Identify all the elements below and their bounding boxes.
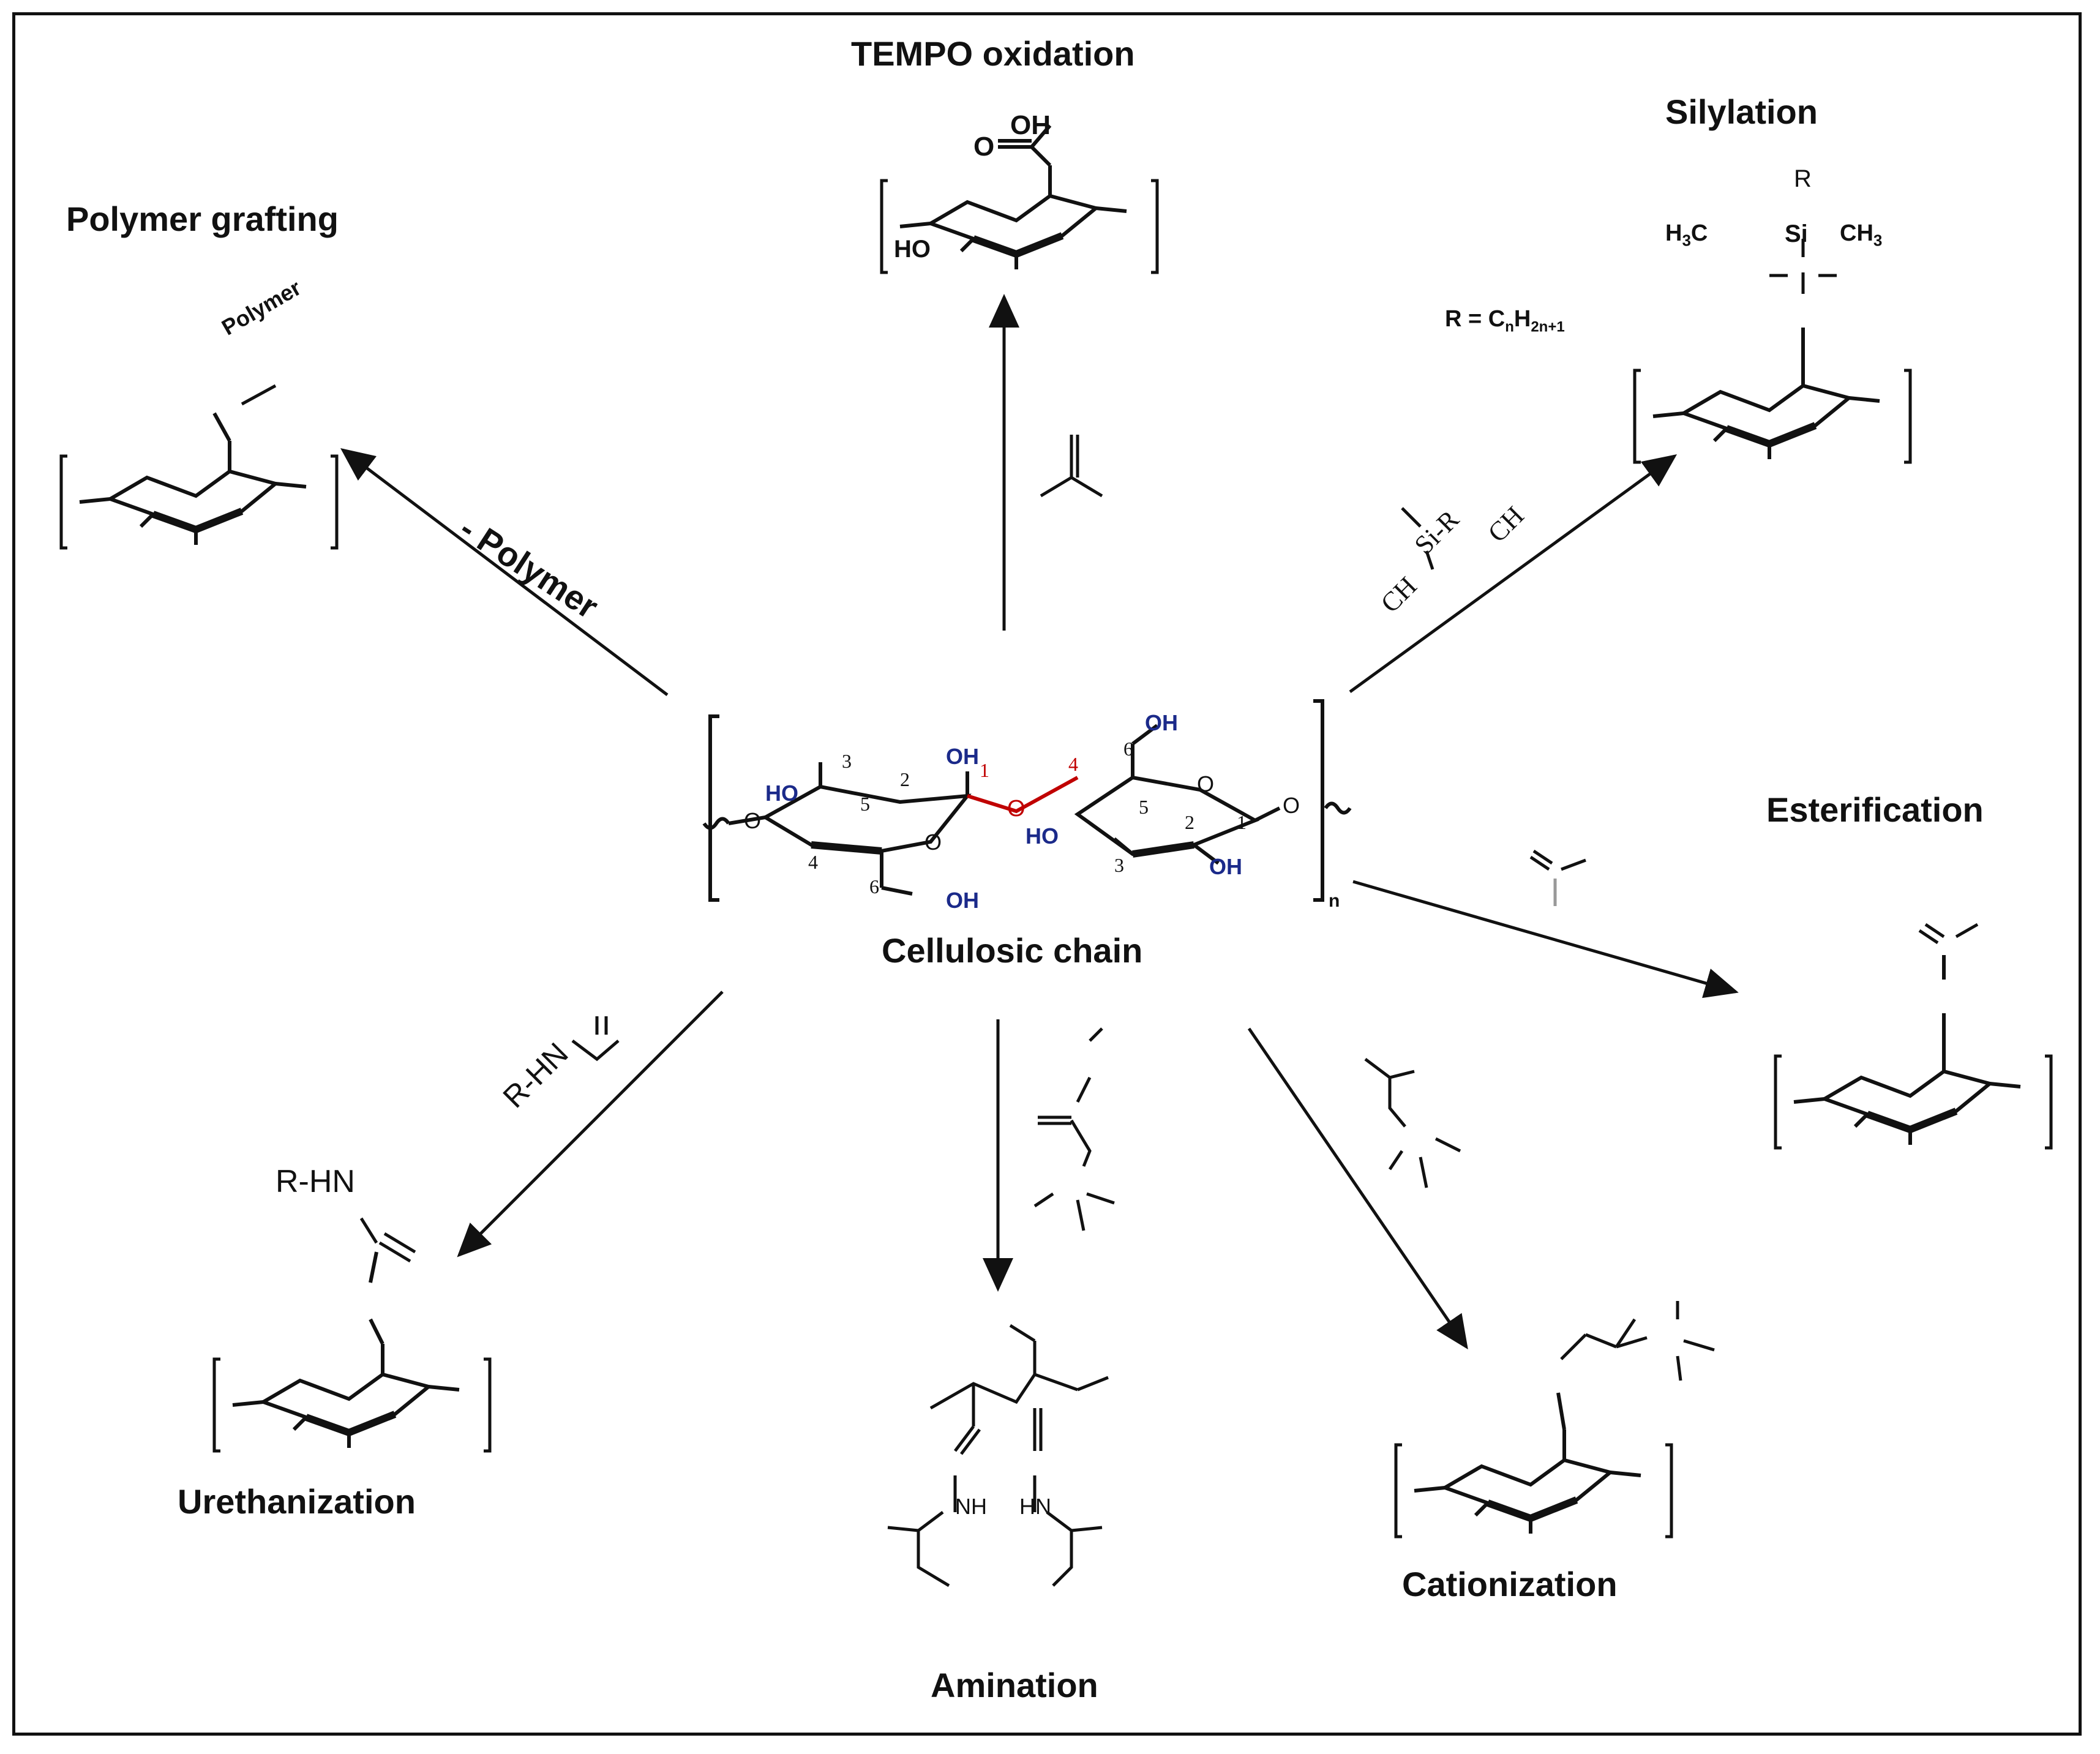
tempo-reagent	[1040, 435, 1103, 498]
tempo-oxidation-label: TEMPO oxidation	[851, 34, 1135, 73]
tempo-ho: HO	[894, 236, 931, 263]
urethanization-product	[214, 1217, 490, 1451]
center-oh-top-left: OH	[946, 744, 979, 769]
arrow-urethanization	[457, 991, 724, 1257]
repeat-n: n	[1329, 891, 1340, 911]
carbon-number: 3	[1114, 854, 1124, 876]
center-oh-bottom-left: OH	[946, 888, 979, 913]
center-end-o-left: O	[744, 808, 762, 833]
amination-hn: HN	[1019, 1494, 1051, 1519]
silylation-h3c: H3C	[1665, 220, 1708, 250]
esterification-product	[1776, 923, 2051, 1148]
silylation-product	[1635, 239, 1910, 462]
silylation-r: R	[1794, 165, 1812, 192]
cationization-reagent	[1364, 1058, 1461, 1188]
silylation-ch3: CH3	[1840, 220, 1883, 250]
figure-frame	[12, 12, 2082, 1736]
carbon-number: 2	[1185, 811, 1194, 833]
tempo-o: O	[973, 132, 995, 162]
carbon-number: 5	[1139, 796, 1149, 818]
center-ho-right: HO	[1026, 823, 1059, 849]
silylation-label: Silylation	[1665, 92, 1818, 131]
silylation-formula: R = CnH2n+1	[1445, 306, 1565, 335]
carbon-number: 4	[808, 851, 818, 873]
arrow-cationization	[1247, 1027, 1468, 1350]
urethanization-reagent	[571, 1016, 620, 1062]
grafting-product	[61, 384, 337, 548]
center-ring-o-left: O	[924, 830, 942, 855]
urethanization-label: Urethanization	[178, 1482, 416, 1521]
cellulose-dimer	[702, 699, 1352, 902]
center-oh-bottom-right: OH	[1209, 854, 1242, 879]
esterification-reagent	[1529, 849, 1586, 906]
center-oh-top-right: OH	[1145, 710, 1178, 735]
cellulosic-chain-label: Cellulosic chain	[882, 931, 1143, 970]
carbon-number: 6	[869, 875, 879, 898]
arrow-esterification	[1352, 880, 1739, 999]
tempo-oh: OH	[1010, 110, 1051, 140]
center-bridge-o: O	[1007, 796, 1026, 822]
amination-product	[887, 1324, 1109, 1587]
silylation-si: Si	[1785, 220, 1808, 247]
carbon-number: 6	[1123, 738, 1133, 760]
arrow-grafting	[340, 448, 669, 696]
carbon-number: 4	[1068, 753, 1078, 775]
center-ho-left: HO	[765, 781, 798, 806]
amination-label: Amination	[931, 1666, 1098, 1704]
carbon-number: 1	[980, 759, 989, 781]
tempo-product	[882, 124, 1157, 272]
carbon-number: 1	[1237, 811, 1247, 833]
silylation-reagent	[1401, 507, 1434, 570]
cationization-product	[1396, 1301, 1715, 1537]
center-end-o-right: O	[1283, 793, 1300, 818]
cationization-label: Cationization	[1402, 1565, 1618, 1603]
carbon-number: 5	[860, 793, 870, 815]
carbon-number: 3	[842, 750, 852, 772]
glycosidic-bond	[967, 776, 1079, 814]
amination-nh: NH	[955, 1494, 987, 1519]
amination-reagent	[1033, 1027, 1115, 1231]
polymer-grafting-label: Polymer grafting	[66, 200, 339, 238]
urethanization-rhn: R-HN	[276, 1164, 355, 1199]
carbon-number: 2	[900, 768, 910, 790]
arrow-silylation	[1349, 454, 1678, 694]
esterification-label: Esterification	[1766, 790, 1984, 829]
center-ring-o-right: O	[1197, 771, 1215, 796]
